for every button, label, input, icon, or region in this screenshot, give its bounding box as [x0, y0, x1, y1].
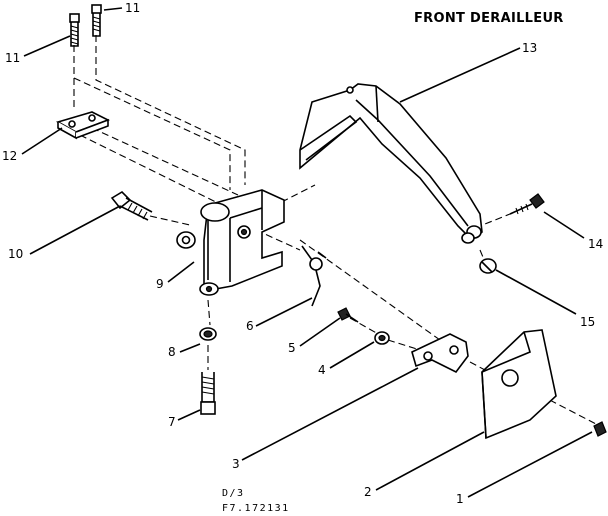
- diagram-title: FRONT DERAILLEUR: [414, 11, 564, 26]
- screw-7: [200, 372, 216, 415]
- callout-2: 2: [364, 485, 372, 499]
- callout-6: 6: [246, 319, 254, 333]
- nut-8: [199, 327, 217, 341]
- callout-15: 15: [580, 315, 595, 329]
- drawing-code-line-2: F7.172131: [222, 503, 290, 514]
- callout-8: 8: [168, 345, 176, 359]
- callout-labels: 11 11 12 10 9 6 5 4 8 7 3 2 1 13 14 15: [2, 1, 603, 506]
- lever-3: [411, 333, 469, 374]
- callout-14: 14: [588, 237, 603, 251]
- callout-9: 9: [156, 277, 164, 291]
- cover-2: [481, 329, 557, 440]
- main-bracket-9: [176, 189, 285, 296]
- callout-11-right: 11: [125, 1, 140, 15]
- callout-11-left: 11: [5, 51, 20, 65]
- cage-arm-13: [299, 83, 483, 244]
- screw-11-right: [91, 4, 102, 37]
- callout-7: 7: [168, 415, 176, 429]
- bolt-10: [110, 190, 153, 221]
- callout-1: 1: [456, 492, 464, 506]
- nut-15: [479, 258, 497, 274]
- screw-1: [593, 421, 607, 437]
- bushing-4: [374, 331, 390, 345]
- callout-5: 5: [288, 341, 296, 355]
- callout-12: 12: [2, 149, 17, 163]
- screw-14: [509, 193, 545, 215]
- clamp-plate-12: [55, 111, 110, 140]
- spring-6: [301, 245, 327, 307]
- drawing-code-line-1: D/3: [222, 488, 245, 499]
- screw-11-left: [69, 13, 80, 47]
- leader-lines: [21, 7, 593, 498]
- callout-3: 3: [232, 457, 240, 471]
- callout-13: 13: [522, 41, 537, 55]
- callout-4: 4: [318, 363, 326, 377]
- callout-10: 10: [8, 247, 23, 261]
- screw-5: [337, 307, 359, 323]
